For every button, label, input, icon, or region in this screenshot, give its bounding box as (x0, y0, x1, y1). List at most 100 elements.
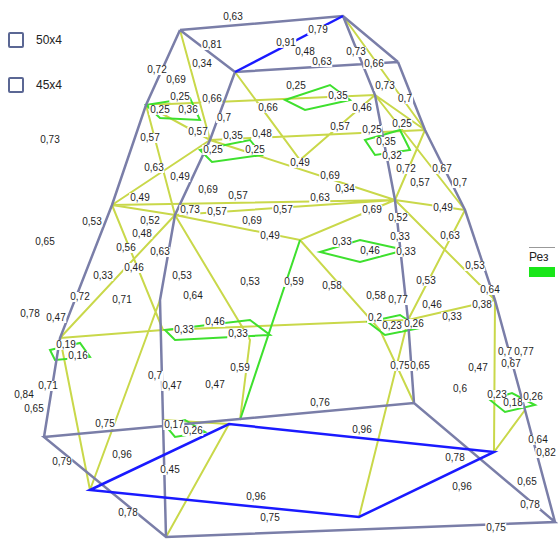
member-value: 0,53 (239, 277, 260, 287)
member-value: 0,73 (39, 135, 60, 145)
member-value: 0,34 (334, 184, 355, 194)
member-value: 0,59 (229, 363, 250, 373)
member-value: 0,26 (403, 319, 424, 329)
member-value: 0,33 (92, 271, 113, 281)
member-value: 0,71 (111, 295, 132, 305)
member-value: 0,57 (139, 133, 160, 143)
member-value: 0,7 (397, 94, 413, 104)
member-value: 0,47 (204, 380, 225, 390)
member-value: 0,78 (117, 508, 138, 518)
member-value: 0,72 (69, 292, 90, 302)
member-value: 0,67 (431, 164, 452, 174)
member-value: 0,57 (187, 127, 208, 137)
member-value: 0,57 (409, 178, 430, 188)
member-value: 0,69 (319, 171, 340, 181)
blue-members (90, 16, 494, 517)
member-value: 0,34 (191, 59, 212, 69)
member-value: 0,7 (497, 347, 513, 357)
legend-text: 45x4 (36, 78, 62, 92)
member-value: 0,69 (241, 216, 262, 226)
member-value: 0,25 (391, 119, 412, 129)
member-value: 0,58 (321, 281, 342, 291)
member-value: 0,46 (359, 246, 380, 256)
member-value: 0,78 (444, 453, 465, 463)
member-value: 0,52 (139, 216, 160, 226)
member-value: 0,49 (289, 158, 310, 168)
member-value: 0,33 (331, 237, 352, 247)
member-value: 0,65 (23, 404, 44, 414)
member-value: 0,33 (441, 312, 462, 322)
member-value: 0,16 (67, 351, 88, 361)
member-value: 0,53 (171, 271, 192, 281)
member-value: 0,26 (182, 426, 203, 436)
member-value: 0,47 (45, 313, 66, 323)
member-value: 0,53 (415, 276, 436, 286)
member-value: 0,65 (409, 361, 430, 371)
member-value: 0,79 (51, 457, 72, 467)
member-value: 0,81 (201, 40, 222, 50)
member-value: 0,57 (272, 205, 293, 215)
member-value: 0,57 (329, 122, 350, 132)
member-value: 0,75 (389, 361, 410, 371)
member-value: 0,73 (345, 47, 366, 57)
legend-swatch (529, 267, 555, 277)
member-value: 0,71 (37, 381, 58, 391)
chord-members (44, 16, 555, 537)
member-value: 0,65 (34, 237, 55, 247)
member-value: 0,26 (522, 392, 543, 402)
member-value: 0,75 (259, 513, 280, 523)
member-value: 0,58 (365, 291, 386, 301)
member-value: 0,47 (467, 363, 488, 373)
member-value: 0,48 (294, 47, 315, 57)
member-value: 0,38 (471, 300, 492, 310)
member-value: 0,84 (13, 390, 34, 400)
member-value: 0,23 (381, 321, 402, 331)
member-value: 0,33 (395, 247, 416, 257)
member-value: 0,48 (131, 229, 152, 239)
legend-checkbox (8, 32, 24, 48)
member-value: 0,53 (81, 217, 102, 227)
member-value: 0,77 (513, 347, 534, 357)
member-value: 0,45 (159, 465, 180, 475)
member-value: 0,75 (485, 523, 506, 533)
member-value: 0,53 (464, 261, 485, 271)
legend-item: Рез (529, 247, 555, 277)
member-value: 0,46 (421, 300, 442, 310)
member-value: 0,32 (381, 151, 402, 161)
legend-checkbox (8, 77, 24, 93)
member-value: 0,33 (173, 325, 194, 335)
yellow-members (60, 16, 525, 537)
member-value: 0,47 (161, 381, 182, 391)
member-value: 0,49 (432, 203, 453, 213)
member-value: 0,7 (216, 113, 232, 123)
member-value: 0,63 (309, 193, 330, 203)
member-value: 0,46 (351, 103, 372, 113)
legend-item: 45x4 (8, 77, 62, 93)
green-members (50, 85, 535, 437)
member-value: 0,65 (516, 477, 537, 487)
member-value: 0,56 (115, 243, 136, 253)
member-value: 0,75 (94, 419, 115, 429)
member-value: 0,96 (245, 492, 266, 502)
member-value: 0,36 (177, 105, 198, 115)
member-value: 0,35 (375, 137, 396, 147)
member-value: 0,73 (179, 205, 200, 215)
member-value: 0,57 (206, 207, 227, 217)
member-value: 0,35 (222, 131, 243, 141)
member-value: 0,57 (227, 191, 248, 201)
legend-text: 50x4 (36, 33, 62, 47)
legend-item: 50x4 (8, 32, 62, 48)
member-value: 0,69 (165, 75, 186, 85)
member-value: 0,63 (149, 247, 170, 257)
member-value: 0,7 (147, 371, 163, 381)
member-value: 0,6 (452, 384, 468, 394)
member-value: 0,96 (451, 482, 472, 492)
legend-text: Рез (529, 250, 548, 264)
member-value: 0,18 (502, 398, 523, 408)
member-value: 0,66 (201, 94, 222, 104)
member-value: 0,46 (204, 317, 225, 327)
member-value: 0,59 (283, 277, 304, 287)
member-value: 0,7 (452, 178, 468, 188)
member-value: 0,25 (169, 92, 190, 102)
